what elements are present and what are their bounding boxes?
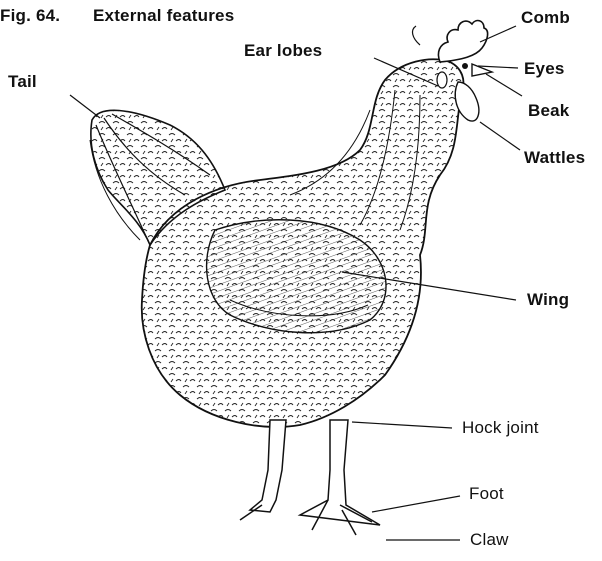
label-hock-joint: Hock joint (462, 418, 539, 438)
label-tail: Tail (8, 72, 37, 92)
label-beak: Beak (528, 101, 569, 121)
label-eyes: Eyes (524, 59, 565, 79)
legs-drawing (240, 420, 380, 535)
label-claw: Claw (470, 530, 509, 550)
label-foot: Foot (469, 484, 504, 504)
label-wattles: Wattles (524, 148, 585, 168)
figure-number: Fig. 64. (0, 6, 60, 26)
figure-title: External features (93, 6, 234, 26)
label-ear-lobes: Ear lobes (244, 41, 322, 61)
label-comb: Comb (521, 8, 570, 28)
label-wing: Wing (527, 290, 569, 310)
